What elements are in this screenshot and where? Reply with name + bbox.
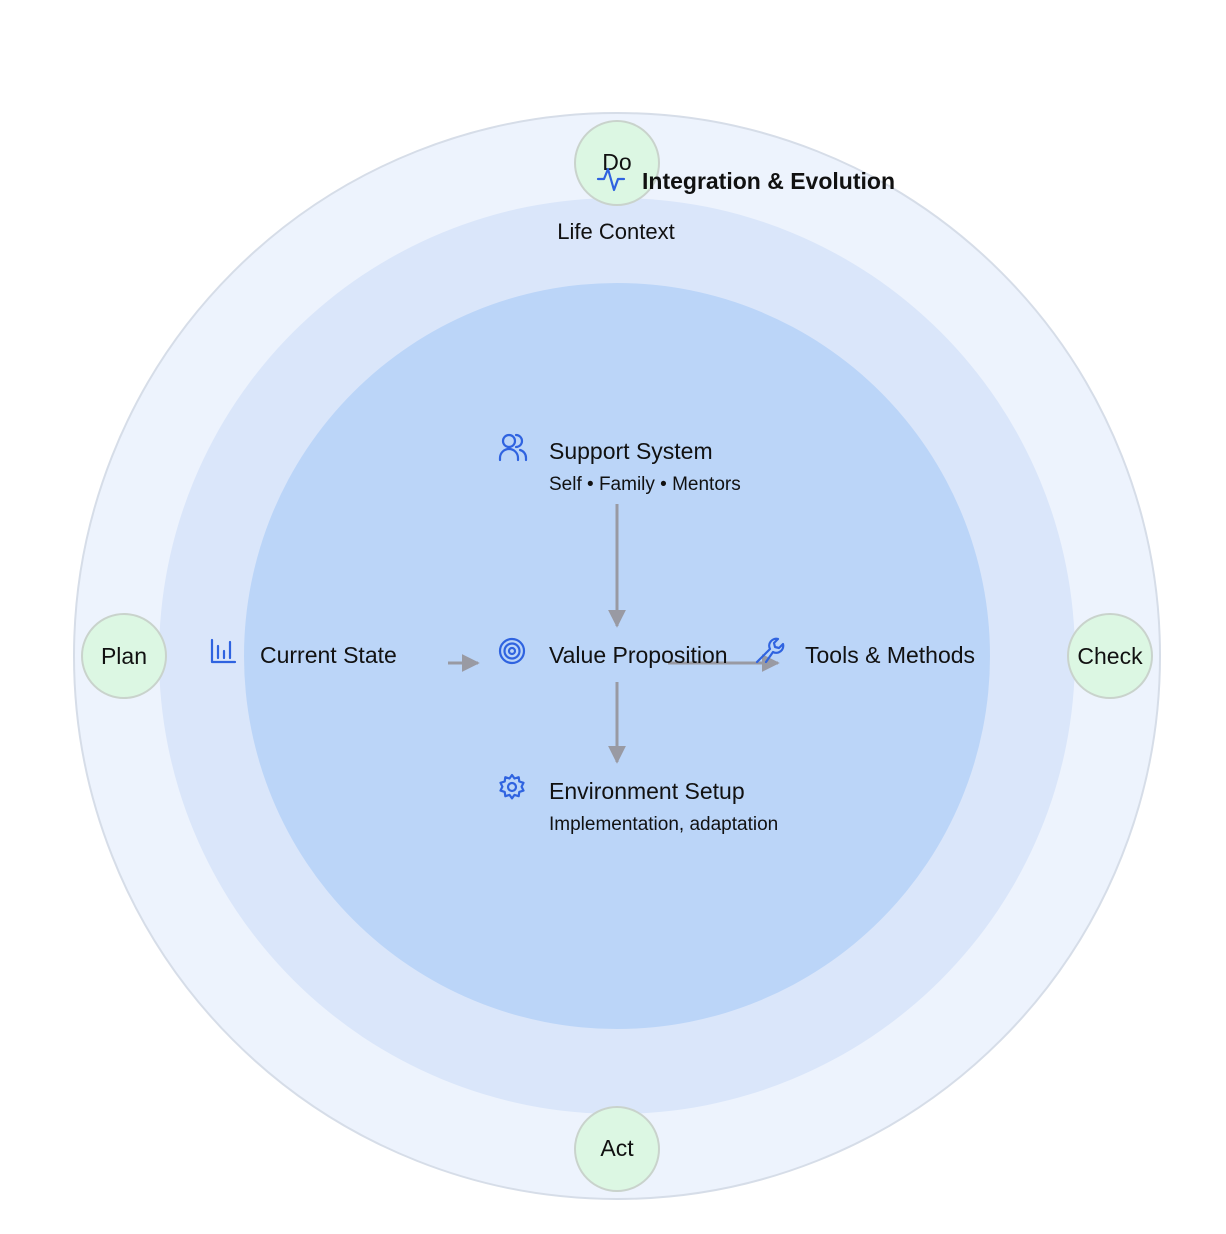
support-system-subtitle: Self • Family • Mentors (549, 474, 741, 495)
node-current-state: Current State (210, 638, 397, 668)
users-icon (498, 433, 528, 462)
support-system-title: Support System (549, 438, 713, 464)
node-tools-methods: Tools & Methods (755, 637, 975, 668)
current-state-title: Current State (260, 642, 397, 668)
bar-chart-icon (210, 638, 237, 664)
outer-ring-label: Integration & Evolution (642, 168, 895, 194)
phase-check: Check (1067, 613, 1153, 699)
environment-setup-subtitle: Implementation, adaptation (549, 814, 778, 835)
node-support-system: Support System Self • Family • Mentors (498, 433, 741, 495)
tools-methods-title: Tools & Methods (805, 642, 975, 668)
outer-ring-label-group: Integration & Evolution (596, 167, 895, 194)
value-proposition-title: Value Proposition (549, 642, 728, 668)
wrench-icon (755, 637, 785, 664)
target-icon (498, 637, 526, 665)
node-value-proposition: Value Proposition (498, 637, 728, 668)
node-environment-setup: Environment Setup Implementation, adapta… (499, 773, 778, 835)
phase-plan-label: Plan (101, 643, 147, 669)
phase-act: Act (574, 1106, 660, 1192)
middle-ring-label: Life Context (557, 219, 674, 244)
phase-do: Do (574, 120, 660, 206)
phase-plan: Plan (81, 613, 167, 699)
phase-check-label: Check (1077, 643, 1143, 669)
activity-icon (596, 167, 626, 192)
inner-circle (244, 283, 990, 1029)
phase-act-label: Act (600, 1135, 634, 1161)
environment-setup-title: Environment Setup (549, 778, 745, 804)
gear-icon (499, 773, 525, 800)
